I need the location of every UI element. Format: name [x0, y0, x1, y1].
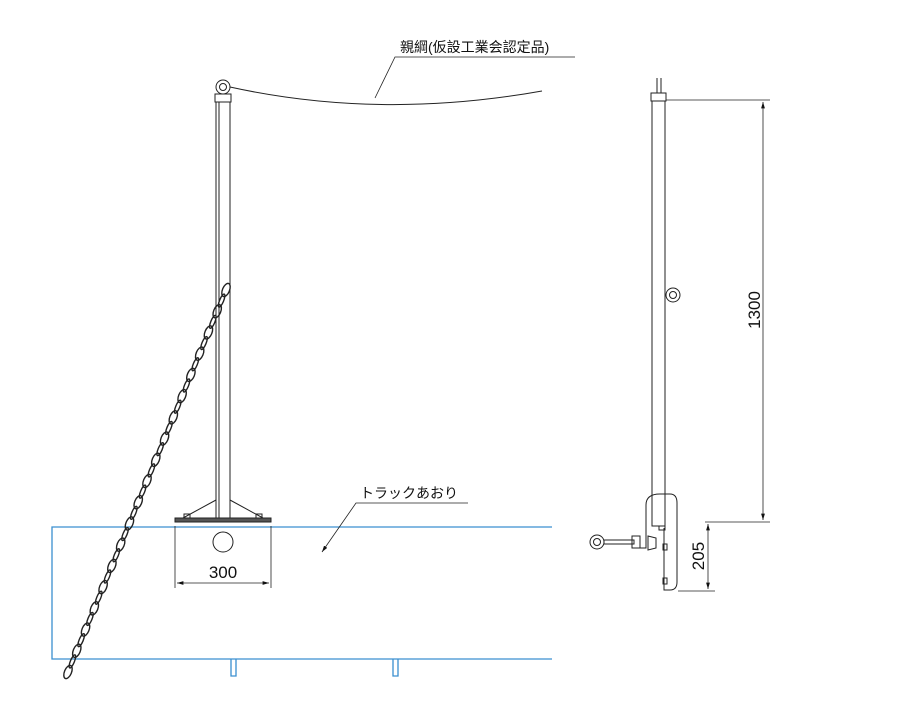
chain-link [121, 526, 130, 542]
chain [63, 282, 231, 680]
rope-label: 親綱(仮設工業会認定品) [400, 39, 549, 55]
chain-link [159, 431, 170, 446]
chain-link [103, 569, 112, 584]
chain-link [217, 293, 226, 308]
chain-link [85, 611, 94, 627]
chain-link [98, 579, 109, 595]
chain-link [221, 282, 231, 298]
left-post [174, 79, 272, 553]
chain-link [147, 463, 156, 478]
chain-link [182, 378, 191, 393]
chain-link [208, 314, 217, 330]
clamp-height-dimension [678, 524, 715, 592]
chain-link [194, 346, 205, 361]
chain-link [94, 590, 103, 605]
chain-link [185, 367, 196, 383]
truck-leader-line [321, 502, 468, 553]
chain-link [89, 601, 100, 616]
chain-link [191, 357, 200, 372]
chain-link [71, 643, 82, 659]
chain-link [138, 484, 147, 499]
chain-link [133, 494, 144, 510]
clamp-height-label: 205 [689, 542, 708, 570]
chain-link [142, 473, 152, 489]
truck-gate [51, 526, 552, 677]
side-post [589, 78, 681, 591]
chain-link [200, 335, 209, 351]
base-width-dimension [174, 526, 272, 588]
safety-rope [229, 86, 543, 106]
chain-link [77, 632, 86, 648]
rope-leader-line [374, 56, 575, 99]
chain-link [173, 399, 182, 414]
chain-link [68, 654, 77, 669]
truck-gate-label: トラックあおり [360, 485, 458, 501]
chain-link [203, 325, 214, 340]
base-width-label: 300 [209, 563, 237, 582]
chain-link [80, 622, 91, 637]
chain-link [115, 537, 126, 552]
chain-link [63, 664, 73, 680]
chain-link [106, 558, 117, 574]
chain-link [112, 548, 121, 563]
chain-link [177, 388, 188, 404]
chain-link [164, 420, 173, 436]
post-height-dimension [666, 99, 770, 523]
chain-link [156, 441, 165, 457]
post-height-label: 1300 [745, 291, 764, 329]
chain-link [212, 303, 223, 319]
chain-link [124, 516, 135, 531]
chain-link [168, 410, 179, 425]
chain-link [129, 505, 138, 521]
chain-link [150, 452, 161, 468]
